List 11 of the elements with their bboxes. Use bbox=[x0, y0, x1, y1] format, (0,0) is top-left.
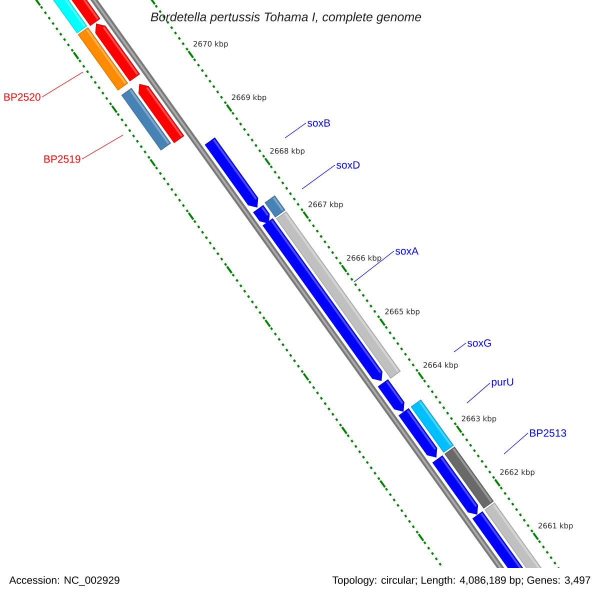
gene-label: BP2513 bbox=[530, 429, 566, 437]
gene-label: BP2519 bbox=[44, 155, 80, 163]
gene-label: BP2520 bbox=[4, 93, 40, 101]
title: Bordetella pertussis Tohama I, complete genome bbox=[150, 12, 422, 24]
gene-label: soxD bbox=[336, 161, 360, 169]
footer-text: Topology: circular; Length: 4,086,189 bp; Genes: 3,497 bbox=[332, 576, 590, 586]
footer-text: Accession: NC_002929 bbox=[9, 576, 120, 586]
gene-label: soxB bbox=[308, 119, 330, 127]
gene-label: soxA bbox=[396, 247, 419, 255]
gene-label: soxG bbox=[468, 339, 491, 347]
gene-label: purU bbox=[492, 378, 514, 388]
